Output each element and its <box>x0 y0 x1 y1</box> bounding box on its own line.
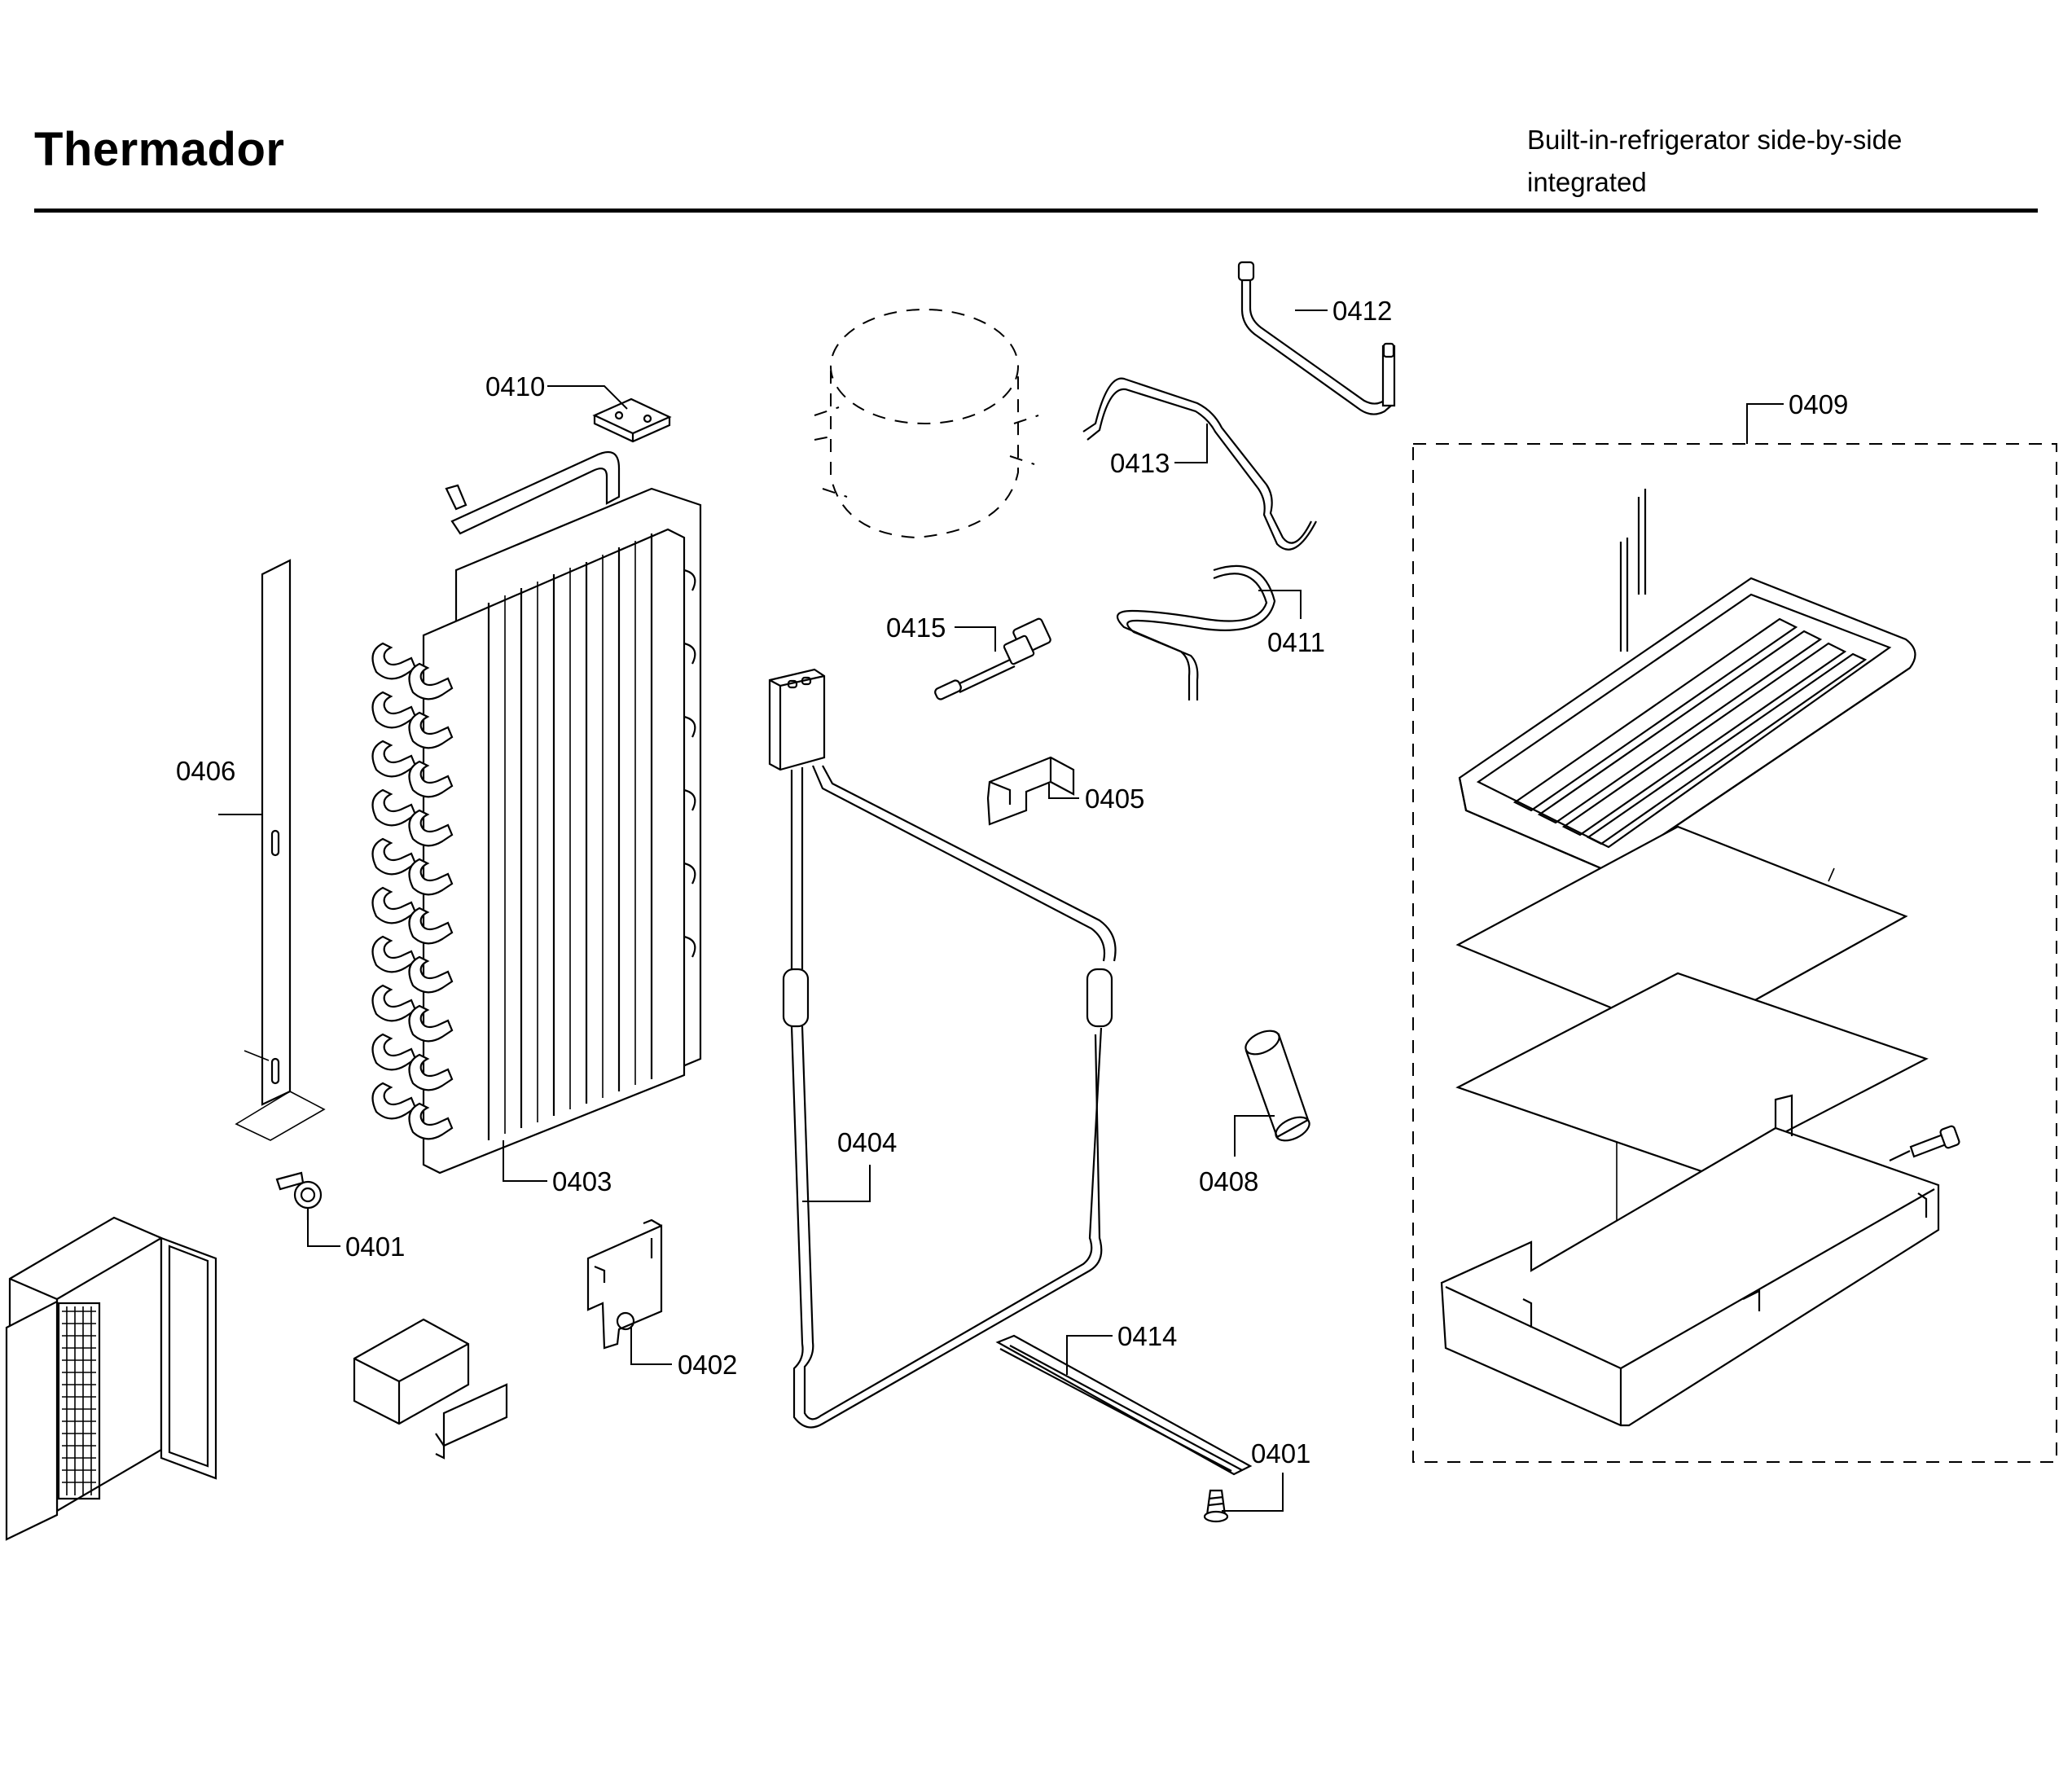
callout-0401-bottom: 0401 <box>1222 1438 1310 1512</box>
callout-label-0406: 0406 <box>176 756 235 786</box>
defrost-heater-drawing <box>768 668 1117 1429</box>
callout-label-0401-bottom: 0401 <box>1251 1438 1310 1469</box>
compressor-outline-drawing <box>814 309 1039 539</box>
callout-0403: 0403 <box>503 1140 612 1196</box>
callout-0412: 0412 <box>1295 296 1392 326</box>
suction-tube-drawing <box>1082 377 1317 551</box>
foam-insulator-drawing <box>1245 1030 1310 1142</box>
callout-label-0412: 0412 <box>1332 296 1392 326</box>
callout-0414: 0414 <box>1066 1321 1177 1375</box>
callout-label-0413: 0413 <box>1110 448 1170 478</box>
callout-0402: 0402 <box>630 1326 737 1380</box>
drain-tube-drawing <box>1116 564 1276 700</box>
screw-bottom-drawing <box>1203 1489 1229 1523</box>
callout-label-0409: 0409 <box>1789 389 1848 419</box>
model-description-line-2: integrated <box>1527 167 1647 197</box>
callout-0405: 0405 <box>1048 784 1144 814</box>
callout-0408: 0408 <box>1199 1115 1275 1196</box>
header-divider <box>34 209 2038 213</box>
callout-label-0405: 0405 <box>1085 784 1144 814</box>
screw-left-drawing <box>275 1171 323 1220</box>
callout-0413: 0413 <box>1110 424 1208 478</box>
callout-label-0415: 0415 <box>886 612 946 643</box>
callout-label-0403: 0403 <box>552 1166 612 1196</box>
callout-0410: 0410 <box>485 371 628 410</box>
callout-label-0410: 0410 <box>485 371 545 402</box>
callout-label-0404: 0404 <box>837 1127 897 1157</box>
clip-bracket-drawing <box>586 1218 663 1350</box>
mounting-strip-drawing <box>235 559 326 1141</box>
callout-0411: 0411 <box>1258 590 1325 657</box>
callout-label-0408: 0408 <box>1199 1166 1258 1196</box>
assembly-boundary <box>1412 443 2057 1463</box>
model-description: Built-in-refrigerator side-by-side integ… <box>1527 119 2032 204</box>
drain-pan-assembly-drawing <box>1412 443 2057 1463</box>
fan-housing-drawing <box>5 1216 217 1541</box>
callout-0406: 0406 <box>176 756 262 815</box>
model-description-line-1: Built-in-refrigerator side-by-side <box>1527 125 1903 155</box>
brand-title: Thermador <box>34 123 285 176</box>
callout-label-0411: 0411 <box>1267 627 1325 657</box>
sensor-clip-drawing <box>986 756 1075 826</box>
temperature-sensor-drawing <box>934 617 1051 700</box>
callout-label-0401-left: 0401 <box>345 1232 405 1262</box>
small-bracket-drawing <box>353 1318 508 1460</box>
evaporator-coil-drawing <box>371 450 702 1174</box>
cover-plate-drawing <box>592 397 672 443</box>
callout-0409: 0409 <box>1746 389 1848 444</box>
callout-0401-left: 0401 <box>307 1220 405 1262</box>
callout-label-0402: 0402 <box>678 1350 737 1380</box>
capillary-tube-drawing <box>1237 261 1396 415</box>
callout-0415: 0415 <box>886 612 996 652</box>
heater-strip-drawing <box>995 1334 1253 1476</box>
callout-0404: 0404 <box>802 1127 897 1202</box>
callout-label-0414: 0414 <box>1117 1321 1177 1351</box>
